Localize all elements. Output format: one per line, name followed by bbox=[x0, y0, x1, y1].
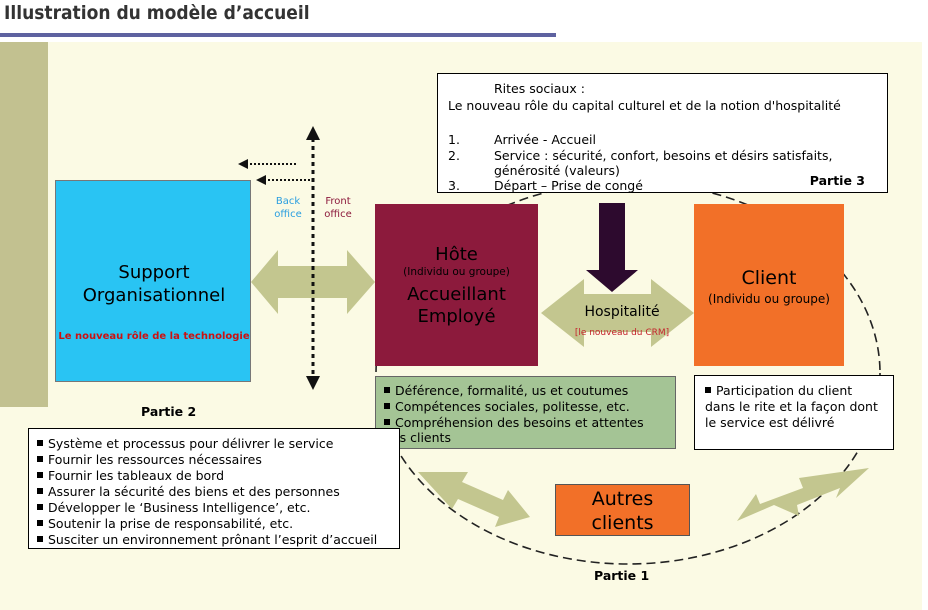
client-subtitle: (Individu ou groupe) bbox=[708, 292, 830, 306]
list-item: Compétences sociales, politesse, etc. bbox=[384, 399, 669, 414]
rites-item: 3.Départ – Prise de congé bbox=[448, 178, 643, 193]
rites-heading: Rites sociaux : bbox=[494, 81, 585, 96]
list-item: Développer le ‘Business Intelligence’, e… bbox=[37, 500, 311, 515]
list-item: Participation du client dans le rite et … bbox=[705, 383, 878, 430]
list-item: Susciter un environnement prônant l’espr… bbox=[37, 532, 377, 547]
crm-label: [le nouveau du CRM] bbox=[574, 328, 670, 338]
hote-list-box: Déférence, formalité, us et coutumes Com… bbox=[375, 376, 676, 449]
rites-down-arrow bbox=[586, 203, 638, 292]
list-item: Système et processus pour délivrer le se… bbox=[37, 436, 333, 451]
partie1-label: Partie 1 bbox=[594, 568, 650, 583]
partie1-ellipse bbox=[375, 181, 881, 565]
divider-arrow-down bbox=[306, 376, 320, 390]
hote-subtitle: (Individu ou groupe) bbox=[403, 266, 510, 278]
support-role: Le nouveau rôle de la technologie bbox=[58, 331, 250, 342]
autres-hote-arrow bbox=[418, 472, 530, 527]
bullet-icon bbox=[37, 456, 43, 462]
hospitalite-label: Hospitalité bbox=[584, 304, 660, 320]
autres-line1: Autres bbox=[591, 488, 654, 510]
hospitalite-arrow bbox=[541, 279, 694, 347]
list-item: Compréhension des besoins et attentes de… bbox=[384, 415, 644, 445]
client-box: Client (Individu ou groupe) bbox=[694, 204, 844, 366]
divider-arrow-up bbox=[306, 126, 320, 140]
list-item: Soutenir la prise de responsabilité, etc… bbox=[37, 516, 293, 531]
bullet-icon bbox=[37, 472, 43, 478]
hote-title: Hôte bbox=[435, 244, 478, 265]
bullet-icon bbox=[37, 488, 43, 494]
list-item: Fournir les tableaux de bord bbox=[37, 468, 224, 483]
rites-subheading: Le nouveau rôle du capital culturel et d… bbox=[448, 98, 841, 113]
bullet-icon bbox=[384, 387, 390, 393]
bullet-icon bbox=[37, 520, 43, 526]
list-item: Fournir les ressources nécessaires bbox=[37, 452, 262, 467]
title-underline bbox=[0, 33, 556, 37]
rites-box: Rites sociaux : Le nouveau rôle du capit… bbox=[437, 73, 888, 193]
autres-line2: clients bbox=[591, 512, 654, 534]
diagram-title: Illustration du modèle d’accueil bbox=[4, 2, 310, 24]
support-list-box: Système et processus pour délivrer le se… bbox=[28, 428, 400, 549]
partie3-label: Partie 3 bbox=[809, 173, 865, 188]
bullet-icon bbox=[37, 440, 43, 446]
list-item: Déférence, formalité, us et coutumes bbox=[384, 383, 669, 398]
bullet-icon bbox=[37, 504, 43, 510]
client-list-box: Participation du client dans le rite et … bbox=[694, 375, 894, 450]
autres-client-arrow bbox=[737, 468, 869, 521]
list-item: Assurer la sécurité des biens et des per… bbox=[37, 484, 340, 499]
bullet-icon bbox=[384, 419, 390, 425]
rites-item: 1.Arrivée - Accueil bbox=[448, 132, 596, 147]
bullet-icon bbox=[705, 387, 711, 393]
partie2-label: Partie 2 bbox=[141, 404, 197, 419]
autres-clients-box: Autres clients bbox=[555, 484, 690, 536]
bullet-icon bbox=[384, 403, 390, 409]
bullet-icon bbox=[37, 536, 43, 542]
client-title: Client bbox=[741, 267, 797, 289]
rites-item: 2.Service : sécurité, confort, besoins e… bbox=[448, 148, 833, 178]
left-band bbox=[0, 42, 48, 407]
